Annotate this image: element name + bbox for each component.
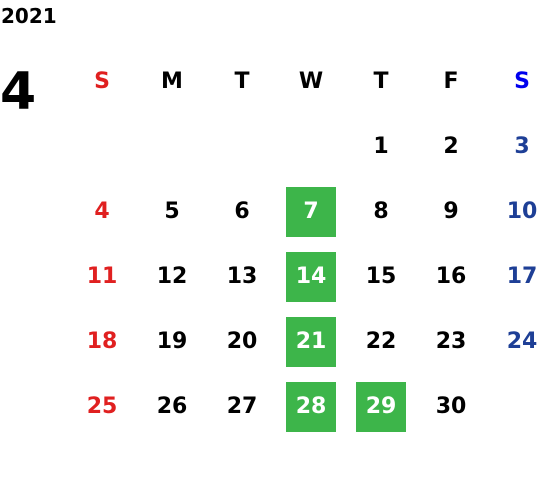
day-cell: 22	[365, 329, 397, 354]
day-cell: 23	[435, 329, 467, 354]
week-row-4: 18 19 20 21 22 23 24	[68, 317, 548, 382]
week-row-1: 1 2 3	[68, 122, 548, 187]
weekday-sunday: S	[94, 69, 110, 94]
day-cell: 10	[506, 199, 538, 224]
day-cell	[77, 122, 127, 172]
calendar-grid: S M T W T F S 1 2 3 4 5 6 7 8 9 10 11 12…	[68, 57, 548, 447]
day-cell	[497, 382, 547, 432]
week-row-3: 11 12 13 14 15 16 17	[68, 252, 548, 317]
week-row-5: 25 26 27 28 29 30	[68, 382, 548, 447]
day-cell: 19	[156, 329, 188, 354]
day-cell: 8	[373, 199, 389, 224]
day-cell: 17	[506, 264, 538, 289]
day-cell: 6	[234, 199, 250, 224]
day-cell: 3	[514, 134, 530, 159]
weekday-wednesday: W	[298, 69, 324, 94]
day-cell: 12	[156, 264, 188, 289]
day-cell: 18	[86, 329, 118, 354]
day-cell	[286, 122, 336, 172]
day-cell	[147, 122, 197, 172]
day-cell: 1	[373, 134, 389, 159]
day-cell-highlighted: 7	[286, 187, 336, 237]
week-row-2: 4 5 6 7 8 9 10	[68, 187, 548, 252]
day-cell: 11	[86, 264, 118, 289]
day-cell: 25	[86, 394, 118, 419]
day-cell-highlighted: 28	[286, 382, 336, 432]
day-cell-highlighted: 21	[286, 317, 336, 367]
day-cell: 13	[226, 264, 258, 289]
day-cell: 20	[226, 329, 258, 354]
day-cell: 24	[506, 329, 538, 354]
weekday-monday: M	[161, 69, 183, 94]
weekday-thursday: T	[373, 69, 389, 94]
month-number: 4	[0, 62, 37, 122]
day-cell: 26	[156, 394, 188, 419]
day-cell: 15	[365, 264, 397, 289]
day-cell-highlighted: 29	[356, 382, 406, 432]
day-cell: 2	[443, 134, 459, 159]
weekday-tuesday: T	[234, 69, 250, 94]
day-cell-highlighted: 14	[286, 252, 336, 302]
weekday-saturday: S	[514, 69, 530, 94]
weekday-friday: F	[443, 69, 459, 94]
day-cell: 4	[94, 199, 110, 224]
year-label: 2021	[1, 4, 57, 28]
day-cell	[217, 122, 267, 172]
day-cell: 16	[435, 264, 467, 289]
day-cell: 9	[443, 199, 459, 224]
weekday-header-row: S M T W T F S	[68, 57, 548, 122]
day-cell: 27	[226, 394, 258, 419]
day-cell: 5	[164, 199, 180, 224]
day-cell: 30	[435, 394, 467, 419]
